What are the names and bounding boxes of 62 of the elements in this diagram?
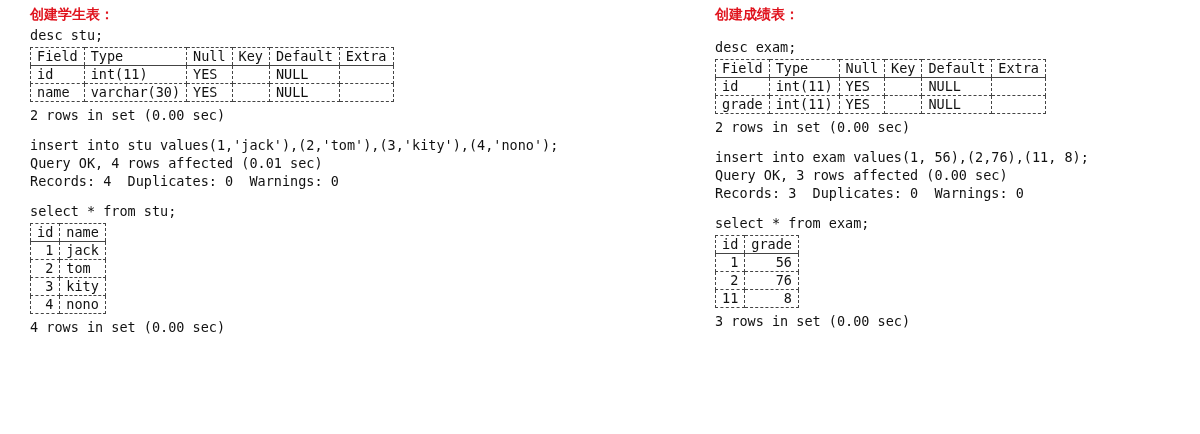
column-header: Default [275,48,333,64]
column-header: Default [928,60,986,76]
column-header: name [66,224,99,240]
table-cell: NULL [928,96,961,112]
column-header: Extra [998,60,1039,76]
column-header: Extra [345,48,387,64]
table-cell: 8 [783,290,792,306]
table-cell: name [37,84,70,100]
console-line: select * from stu; [30,202,178,220]
column-header: id [37,224,54,240]
table-cell: YES [193,66,218,82]
table-cell: kity [66,278,99,294]
column-header: Null [845,60,879,76]
console-line: Query OK, 3 rows affected (0.00 sec) [715,166,1009,184]
console-line: Records: 3 Duplicates: 0 Warnings: 0 [715,184,1025,202]
table-cell: varchar(30) [90,84,181,100]
table-cell: YES [193,84,218,100]
console-line: 2 rows in set (0.00 sec) [30,106,227,124]
table-cell: NULL [275,84,309,100]
table-cell: int(11) [775,78,833,94]
table-cell: jack [66,242,99,258]
console-line: select * from exam; [715,214,871,232]
column-header: Field [722,60,763,76]
console-line: 3 rows in set (0.00 sec) [715,312,912,330]
table-cell: 1 [730,254,739,270]
console-line: 4 rows in set (0.00 sec) [30,318,227,336]
table-cell: 3 [45,278,54,294]
console-line: 2 rows in set (0.00 sec) [715,118,912,136]
column-header: Field [37,48,78,64]
table-cell: 56 [775,254,792,270]
console-line: Query OK, 4 rows affected (0.01 sec) [30,154,324,172]
console-line: Records: 4 Duplicates: 0 Warnings: 0 [30,172,340,190]
column-header: Type [775,60,809,76]
table-cell: id [37,66,54,82]
table-cell: 4 [45,296,54,312]
column-header: Null [193,48,226,64]
console-line: desc stu; [30,26,105,44]
table-cell: nono [66,296,99,312]
console-line: insert into stu values(1,'jack'),(2,'tom'),(3,'kity'),(4,'nono'); [30,136,559,154]
section-heading: 创建成绩表： [715,6,800,24]
table-cell: int(11) [775,96,833,112]
section-heading: 创建学生表： [30,6,115,24]
table-cell: NULL [928,78,961,94]
table-cell: tom [66,260,91,276]
table-cell: YES [845,96,870,112]
column-header: Key [891,60,916,76]
table-cell: id [722,78,739,94]
table-cell: 2 [730,272,739,288]
column-header: id [722,236,739,252]
table-cell: 1 [45,242,54,258]
console-line: insert into exam values(1, 56),(2,76),(11, 8); [715,148,1089,166]
column-header: Type [90,48,124,64]
table-cell: 2 [45,260,54,276]
column-header: grade [751,236,792,252]
table-cell: 11 [722,290,739,306]
table-cell: grade [722,96,763,112]
table-cell: NULL [275,66,309,82]
table-cell: YES [845,78,870,94]
column-header: Key [238,48,263,64]
console-line: desc exam; [715,38,798,56]
table-cell: int(11) [90,66,148,82]
table-cell: 76 [775,272,792,288]
